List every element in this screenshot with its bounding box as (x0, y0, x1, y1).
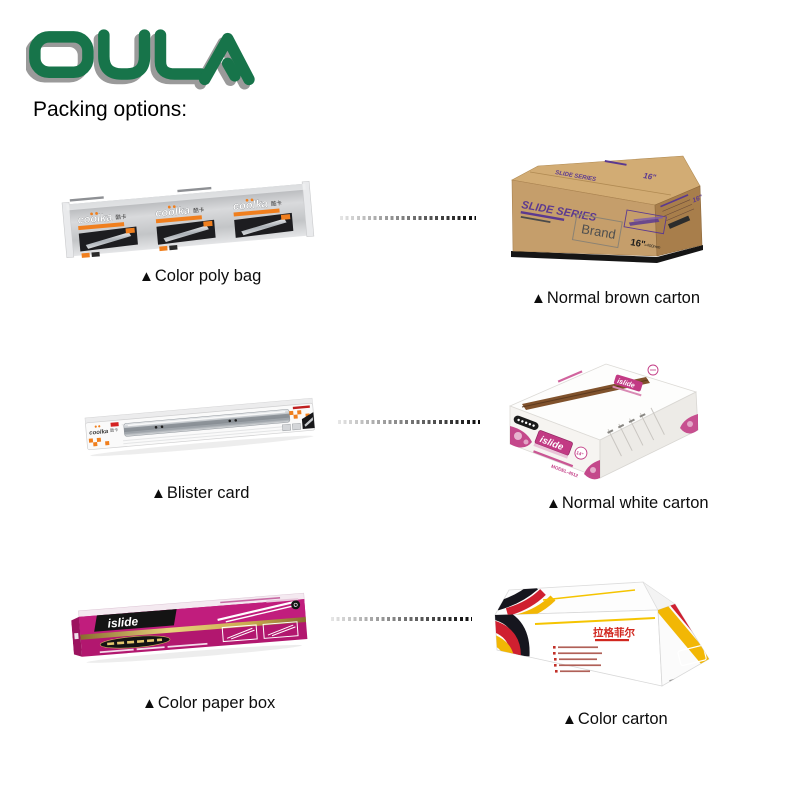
islide-logo-text: islide (107, 614, 139, 630)
top-islide-logo: islide (612, 374, 643, 397)
product-image-color-poly-bag: coolka 酷卡 coolka 酷卡 coolka (58, 161, 317, 279)
coolka-logo-text: coolka (77, 212, 113, 227)
slide-rail (123, 409, 291, 437)
label-color-carton: ▲Color carton (562, 710, 668, 728)
side-table-lines (607, 407, 665, 457)
floral-ornament (680, 414, 698, 434)
coolka-cn-text: 酷卡 (193, 206, 205, 215)
bullet-list (553, 646, 602, 673)
coolka-cn-text: 酷卡 (115, 212, 127, 221)
coolka-print-segment: coolka 酷卡 (155, 205, 216, 252)
svg-text:islide: islide (616, 378, 635, 390)
coolka-cn-text: 酷卡 (110, 426, 118, 433)
product-image-color-paper-box: islide (69, 577, 315, 676)
top-size-text: 16" (643, 171, 657, 182)
side-size-text: 16" (692, 194, 705, 205)
page-title: Packing options: (33, 98, 188, 121)
flag-wave-front (495, 610, 530, 669)
label-color-paper-box: ▲Color paper box (142, 694, 276, 712)
product-image-normal-brown-carton: SLIDE SERIES 16" SLIDE SERIES Brand 16" … (485, 150, 707, 274)
carton-title-cn: 拉格菲尔 (593, 626, 635, 639)
islide-band (94, 609, 177, 632)
label-normal-white-carton: ▲Normal white carton (546, 494, 709, 512)
slide-outline-boxes (221, 621, 299, 643)
slide-graphic-lines (217, 600, 300, 623)
triangle-bullet-icon: ▲ (562, 711, 577, 728)
label-color-poly-bag: ▲Color poly bag (139, 267, 262, 285)
coolka-print-segment: coolka 酷卡 (77, 211, 138, 258)
floral-ornament (510, 426, 600, 480)
slide-illustration (623, 209, 667, 235)
card-right-end-print (282, 405, 315, 432)
coolka-logo-text: coolka (89, 429, 109, 437)
label-blister-card: ▲Blister card (151, 484, 250, 502)
triangle-bullet-icon: ▲ (531, 290, 546, 307)
triangle-bullet-icon: ▲ (139, 268, 154, 285)
coolka-print-segment: coolka 酷卡 (232, 198, 294, 238)
triangle-bullet-icon: ▲ (142, 695, 157, 712)
coolka-logo-text: coolka (155, 205, 191, 220)
product-image-color-carton: 拉格菲尔 (483, 560, 718, 695)
oula-logo (26, 28, 256, 90)
label-normal-brown-carton: ▲Normal brown carton (531, 289, 700, 307)
size-badge-text: 14" (575, 450, 584, 457)
product-image-blister-card: coolka 酷卡 (75, 376, 325, 475)
front-size-mm-text: =400mm (644, 242, 662, 250)
dotted-connector-3 (331, 617, 472, 621)
brand-box-text: Brand (580, 221, 617, 242)
coolka-cn-text: 酷卡 (271, 199, 283, 208)
triangle-bullet-icon: ▲ (546, 495, 561, 512)
product-image-normal-white-carton: islide islide MODEL-4512 14" (496, 348, 708, 488)
dotted-connector-1 (340, 216, 476, 220)
dotted-connector-2 (338, 420, 480, 424)
front-size-text: 16" (629, 237, 646, 250)
coolka-logo-text: coolka (233, 198, 269, 213)
coolka-card-print: coolka 酷卡 (88, 422, 119, 447)
triangle-bullet-icon: ▲ (151, 485, 166, 502)
oula-logo-icon (26, 29, 255, 90)
